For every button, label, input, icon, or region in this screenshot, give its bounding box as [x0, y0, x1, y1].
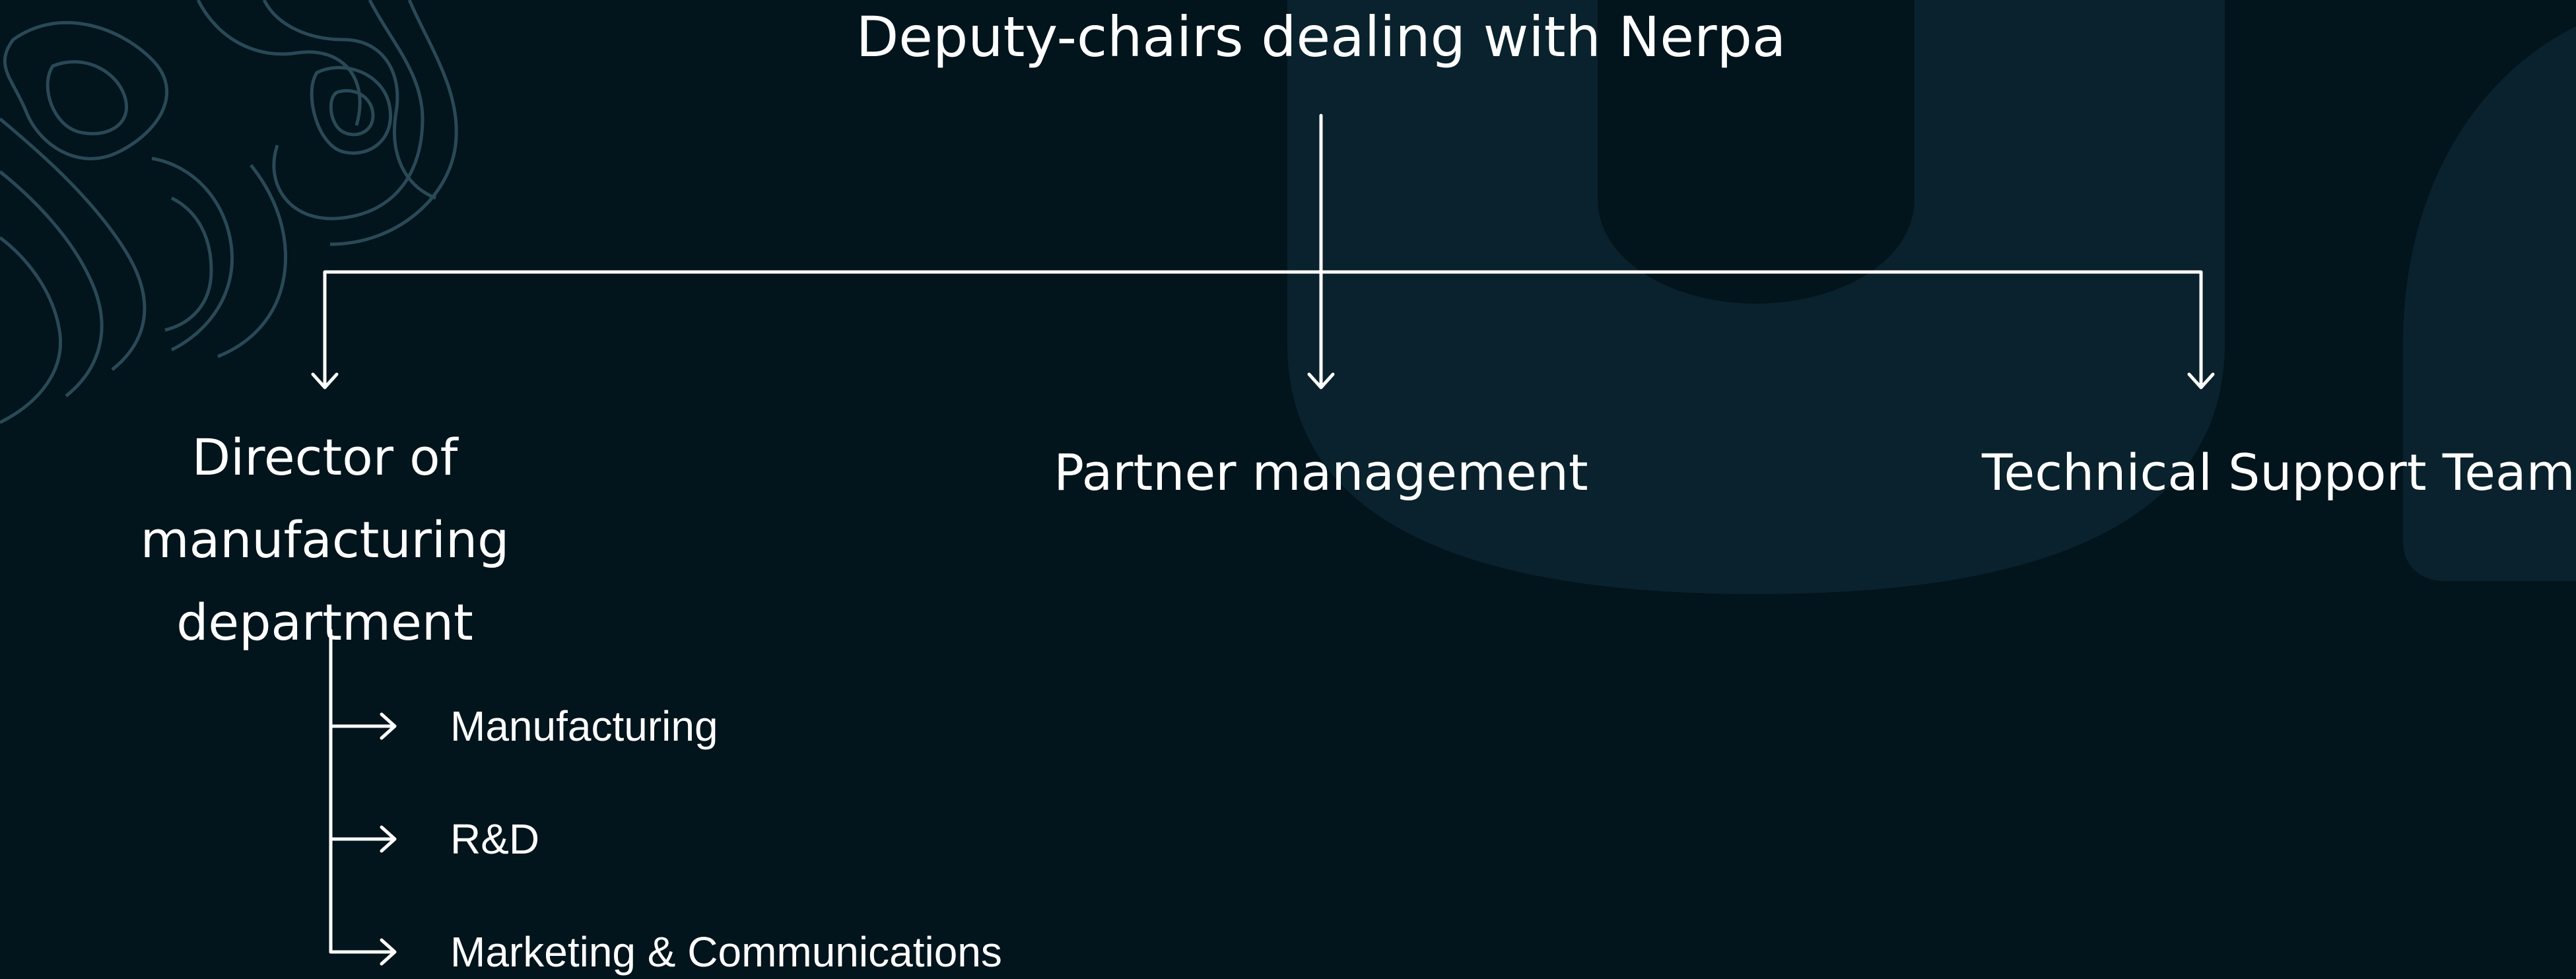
- child-node-technical-support-label: Technical Support Team: [1982, 443, 2575, 502]
- sub-item-label: Manufacturing: [450, 702, 718, 750]
- arrow-down-icon: [2187, 372, 2215, 389]
- branch-connector-line: [323, 270, 2203, 388]
- sub-item-label: Marketing & Communications: [450, 928, 1002, 976]
- arrow-down-icon: [1307, 372, 1335, 389]
- arrow-right-icon: [380, 712, 397, 740]
- topographic-contour-decoration: [0, 0, 458, 424]
- child-node-director-label: Director of manufacturing department: [0, 416, 650, 663]
- child-node-partner-label: Partner management: [1054, 443, 1588, 502]
- arrow-right-icon: [380, 938, 397, 966]
- root-node-label: Deputy-chairs dealing with Nerpa: [856, 5, 1786, 69]
- background-letter-shape: [1287, 0, 2225, 594]
- child-node-director-line-1: Director of manufacturing: [140, 428, 510, 569]
- background-letter-shape-right: [2403, 26, 2576, 581]
- arrow-down-icon: [311, 372, 339, 389]
- sub-item-label: R&D: [450, 815, 540, 863]
- child-node-director-line-2: department: [176, 593, 473, 652]
- arrow-right-icon: [380, 825, 397, 853]
